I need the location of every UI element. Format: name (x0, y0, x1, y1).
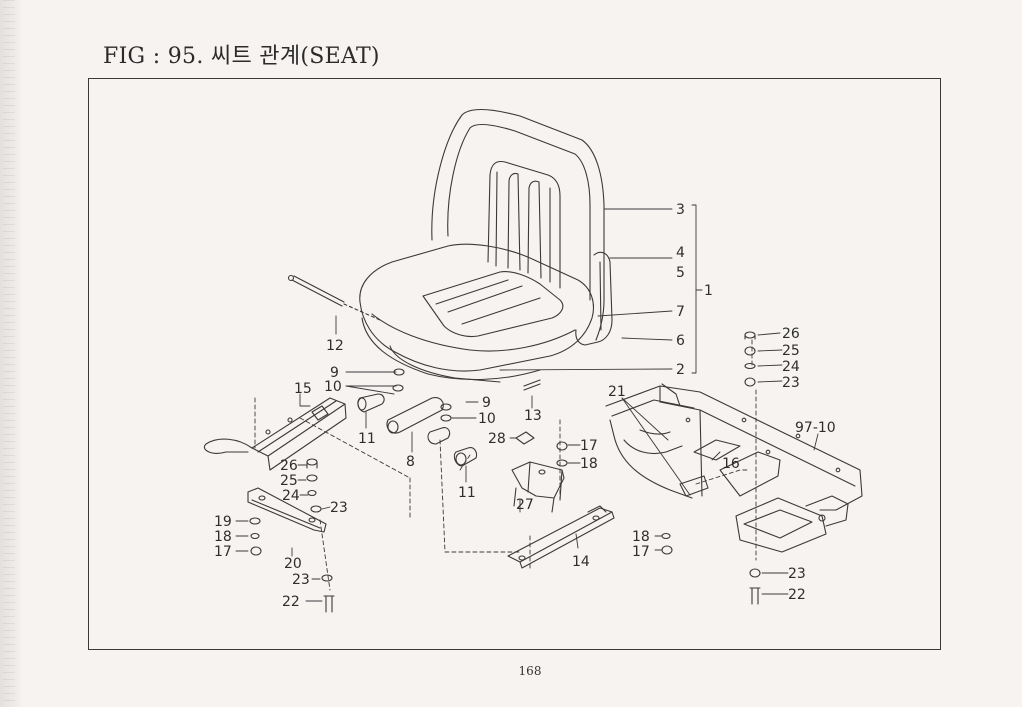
seat-side-bracket (575, 251, 613, 346)
callout-11-right: 11 (458, 485, 476, 501)
callout-11-left: 11 (358, 431, 376, 447)
callout-labels: 3 4 5 1 7 6 2 12 9 10 15 11 8 11 9 10 13… (214, 202, 836, 610)
frame-plate-97-10 (605, 383, 863, 553)
callout-7: 7 (676, 304, 685, 320)
callout-5: 5 (676, 265, 685, 281)
callout-2: 2 (676, 362, 685, 378)
washer-stack-left (249, 517, 262, 556)
callout-4: 4 (676, 245, 685, 261)
figure-frame (88, 78, 941, 650)
callout-22-left: 22 (282, 594, 300, 610)
callout-16: 16 (722, 456, 740, 472)
page-number: 168 (518, 664, 542, 678)
callout-14: 14 (572, 554, 590, 570)
callout-25-right: 25 (782, 343, 800, 359)
slide-lever (204, 438, 253, 454)
callout-6: 6 (676, 333, 685, 349)
callout-23-left-upper: 23 (330, 500, 348, 516)
callout-10-left: 10 (324, 379, 342, 395)
callout-8: 8 (406, 454, 415, 470)
callout-26-left: 26 (280, 458, 298, 474)
callout-10-right: 10 (478, 411, 496, 427)
callout-27: 27 (516, 497, 534, 513)
leader-lines (235, 204, 819, 602)
seat-cushion (359, 243, 595, 372)
bolt-lower-left (321, 574, 335, 613)
callout-1: 1 (704, 283, 713, 299)
callout-20: 20 (284, 556, 302, 572)
spring-part-13 (523, 379, 541, 391)
washer-stack-middle (556, 441, 673, 555)
callout-18-left: 18 (214, 529, 232, 545)
callout-3: 3 (676, 202, 685, 218)
callout-24-right: 24 (782, 359, 800, 375)
callout-15: 15 (294, 381, 312, 397)
spacer-column-right (744, 331, 761, 605)
callout-19: 19 (214, 514, 232, 530)
slide-rail-right (507, 505, 615, 569)
callout-17-left: 17 (214, 544, 232, 560)
binding-edge (0, 0, 22, 707)
callout-12: 12 (326, 338, 344, 354)
callout-9-left: 9 (330, 365, 339, 381)
callout-26-right: 26 (782, 326, 800, 342)
callout-28: 28 (488, 431, 506, 447)
callout-13: 13 (524, 408, 542, 424)
callout-17-middle: 17 (580, 438, 598, 454)
callout-17-right: 17 (632, 544, 650, 560)
callout-25-left: 25 (280, 473, 298, 489)
callout-9-right: 9 (482, 395, 491, 411)
bracket-part-20 (247, 487, 327, 533)
seat-backrest (431, 108, 605, 341)
slide-rail-left (204, 397, 347, 471)
cushion-channels (422, 271, 564, 338)
callout-18-right: 18 (632, 529, 650, 545)
spacer-column-left (306, 458, 322, 513)
callout-23-left-lower: 23 (292, 572, 310, 588)
callout-18-middle: 18 (580, 456, 598, 472)
damper-assembly (357, 368, 478, 467)
bracket-part-27 (511, 431, 565, 513)
callout-21: 21 (608, 384, 626, 400)
seat-assembly (359, 108, 613, 383)
callout-24-left: 24 (282, 488, 300, 504)
figure-title: FIG : 95. 씨트 관계(SEAT) (103, 44, 380, 69)
callout-97-10: 97-10 (795, 420, 836, 436)
backrest-channels (487, 160, 561, 289)
callout-22-right: 22 (788, 587, 806, 603)
callout-23-right-upper: 23 (782, 375, 800, 391)
callout-23-right-lower: 23 (788, 566, 806, 582)
rod-part-12 (287, 274, 381, 321)
